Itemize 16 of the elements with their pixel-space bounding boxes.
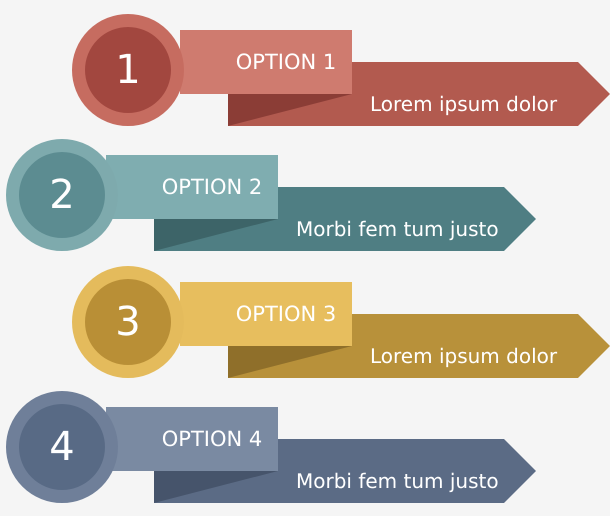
step-number: 2 [49,175,75,215]
option-tab [106,407,278,471]
banner-text: Morbi fem tum justo [296,469,499,493]
step-number: 1 [115,50,141,90]
option-label: OPTION 1 [236,50,336,74]
banner-text: Lorem ipsum dolor [370,344,558,368]
option-label: OPTION 2 [162,175,262,199]
option-tab [180,30,352,94]
banner-text: Lorem ipsum dolor [370,92,558,116]
option-label: OPTION 4 [162,427,262,451]
option-label: OPTION 3 [236,302,336,326]
step-number: 4 [49,427,75,467]
step-number: 3 [115,302,141,342]
option-tab [106,155,278,219]
option-tab [180,282,352,346]
banner-text: Morbi fem tum justo [296,217,499,241]
